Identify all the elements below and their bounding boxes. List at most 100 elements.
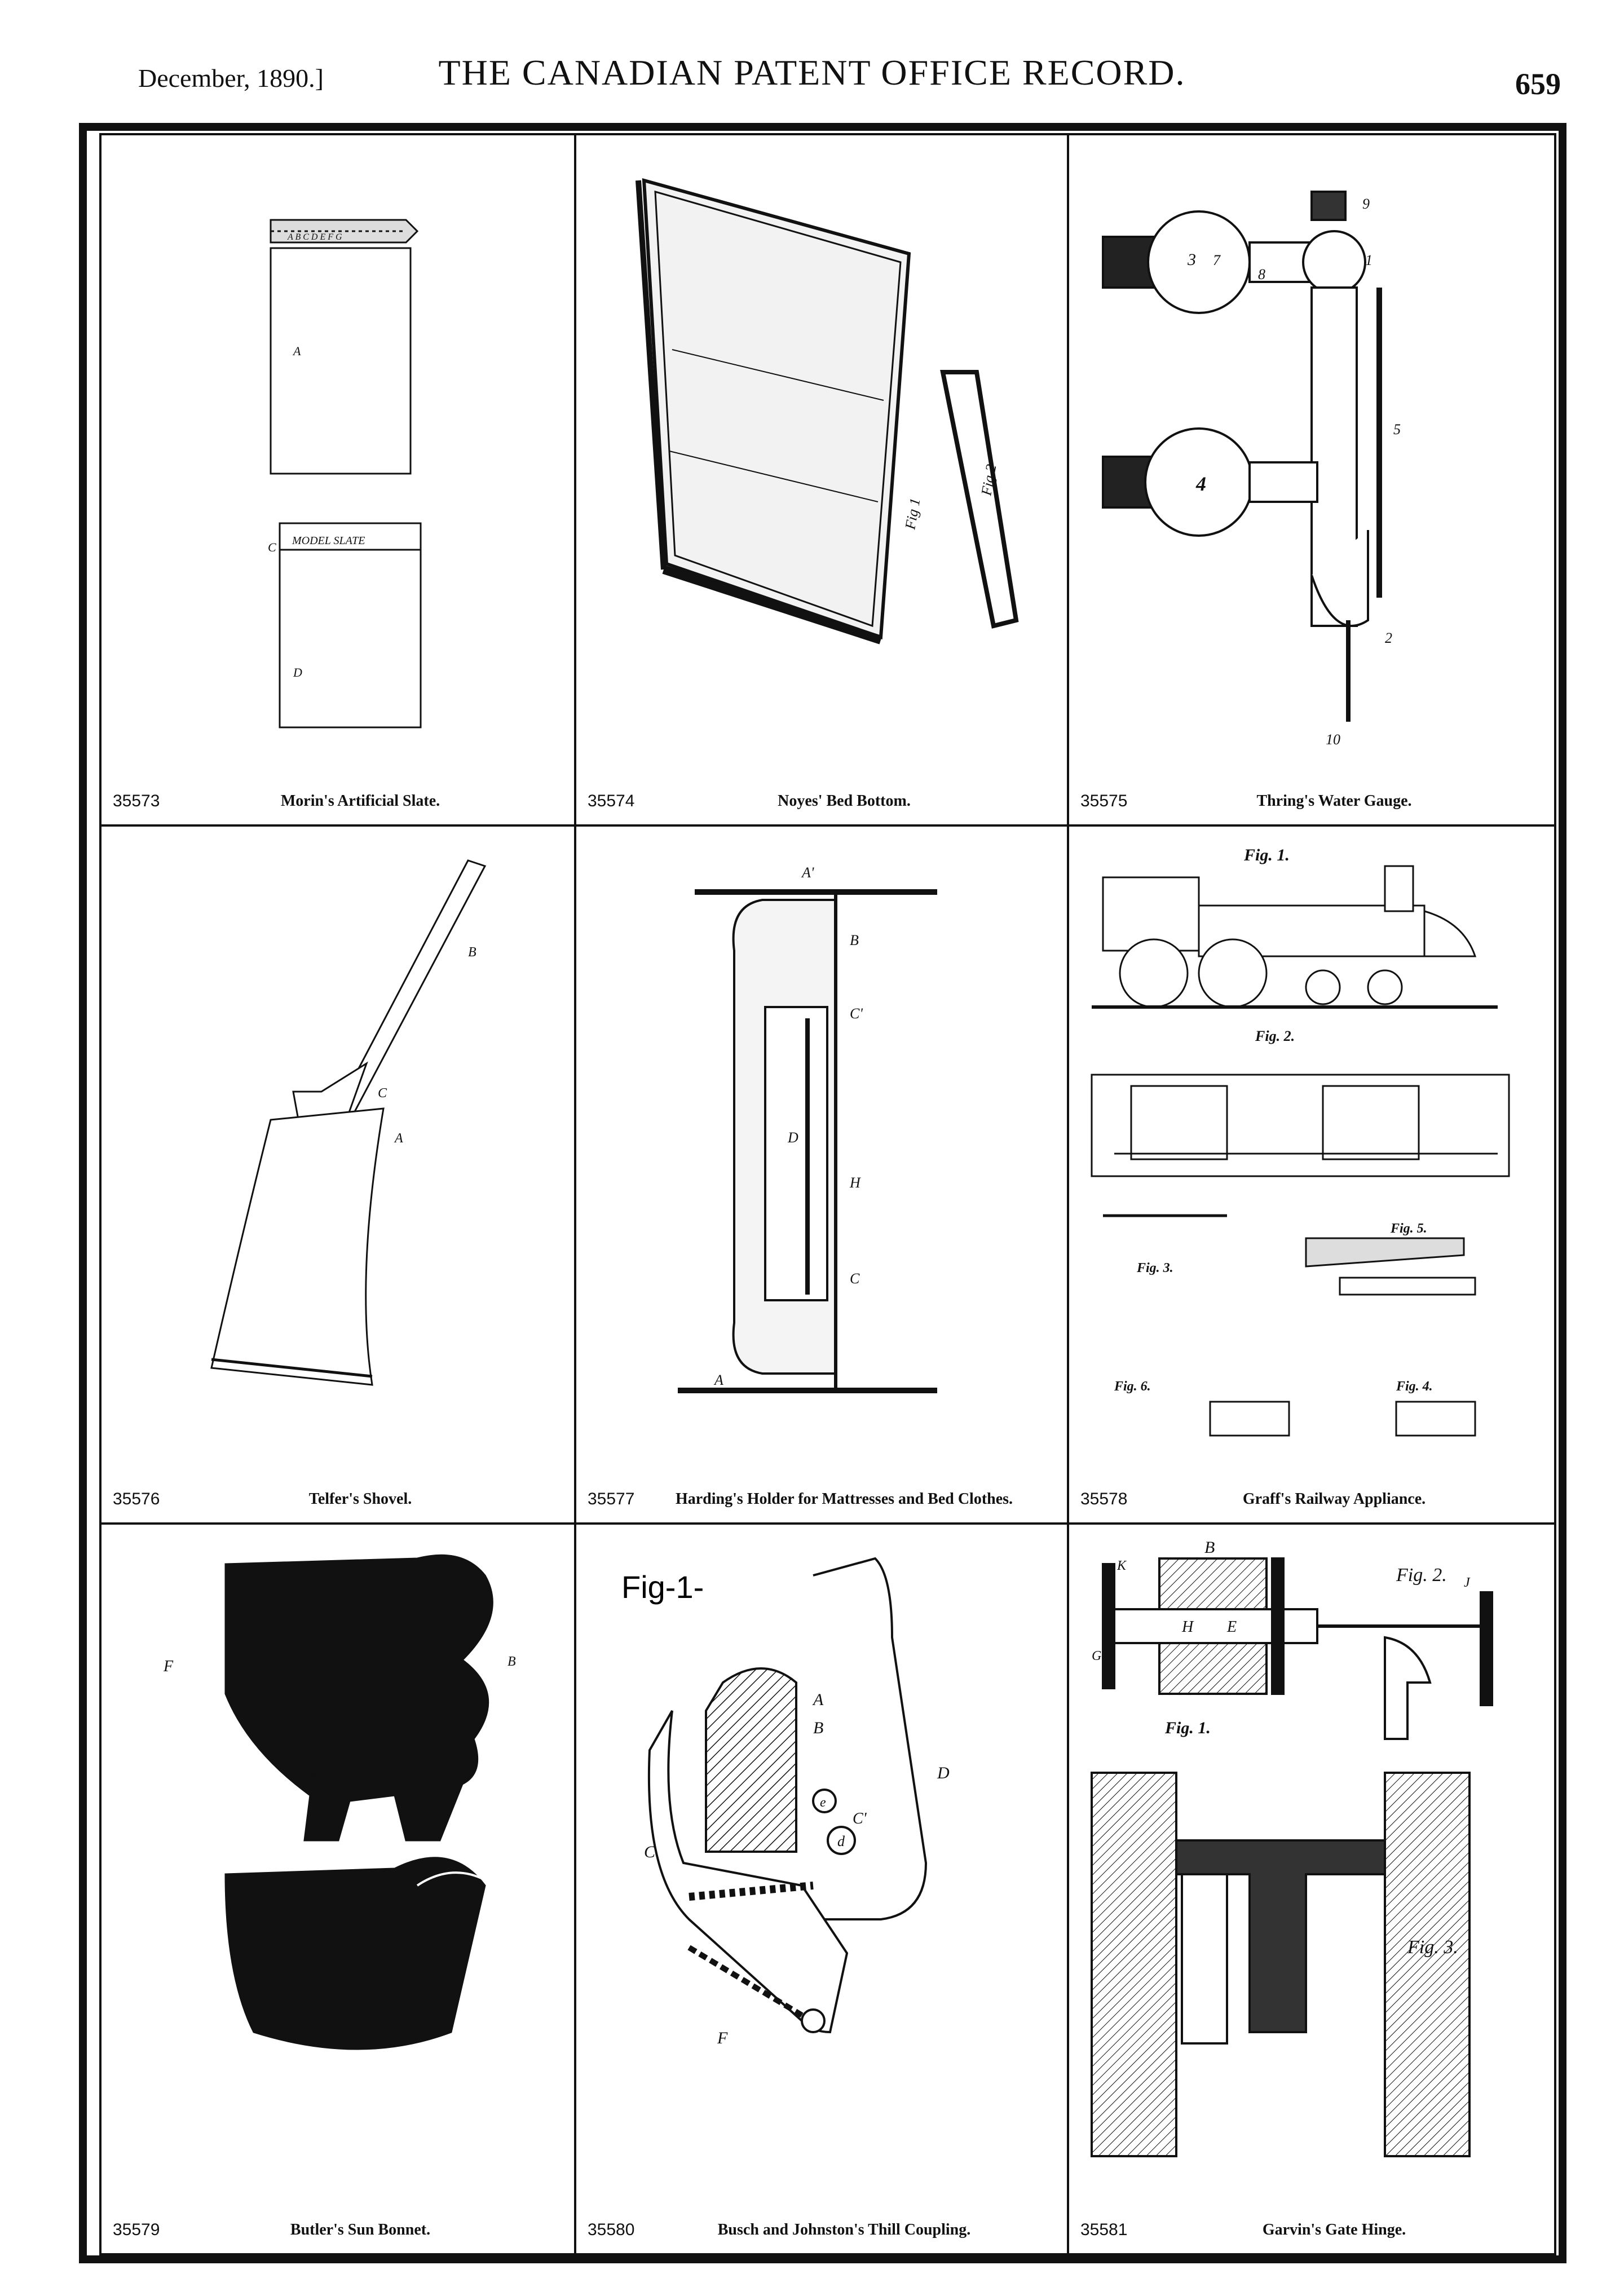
patent-caption: 35577 Harding's Holder for Mattresses an… (588, 1476, 1056, 1512)
railway-drawing: Fig. 1. Fig. 2. Fig. 3. Fig. 5. Fig. 6. … (1091, 846, 1510, 1437)
bed-fig1-label: Fig 1 (902, 497, 923, 531)
patent-number: 35580 (588, 2220, 635, 2239)
row-divider (102, 1522, 1554, 1525)
patent-number: 35574 (588, 792, 635, 810)
patent-title: Telfer's Shovel. (308, 1490, 412, 1508)
patent-cell-35576: B C A 35576 Telfer's Shovel. (102, 827, 574, 1522)
patent-number: 35578 (1080, 1490, 1128, 1508)
shovel-label-b: B (468, 945, 476, 960)
patent-number: 35575 (1080, 792, 1128, 810)
patent-caption: 35575 Thring's Water Gauge. (1080, 778, 1543, 814)
railway-fig1-label: Fig. 1. (1243, 846, 1290, 864)
water-gauge-drawing: 3 7 4 8 9 1 5 2 10 (1102, 191, 1401, 748)
hinge-label-j: J (1464, 1575, 1471, 1590)
thill-label-b: B (813, 1719, 823, 1737)
slate-label-a: A (292, 344, 301, 358)
patent-cell-35579: F B R 35579 Butler's Sun Bonnet. (102, 1525, 574, 2253)
patent-cell-35575: 3 7 4 8 9 1 5 2 10 35575 Thring's Water … (1069, 135, 1554, 824)
patent-title: Harding's Holder for Mattresses and Bed … (675, 1490, 1013, 1508)
column-divider (1067, 135, 1069, 2253)
bonnet-label-b: B (508, 1654, 516, 1669)
thill-label-d-upper: D (937, 1764, 950, 1782)
thill-label-a: A (812, 1690, 824, 1709)
hinge-label-h: H (1181, 1618, 1194, 1636)
patent-caption: 35574 Noyes' Bed Bottom. (588, 778, 1056, 814)
shovel-label-a: A (394, 1131, 403, 1146)
patent-title: Graff's Railway Appliance. (1242, 1490, 1426, 1508)
gauge-label-7: 7 (1213, 252, 1221, 268)
sun-bonnet-drawing: F B R (163, 1554, 516, 2050)
patent-caption: 35581 Garvin's Gate Hinge. (1080, 2207, 1543, 2243)
holder-label-b: B (850, 932, 859, 948)
gauge-label-8: 8 (1258, 266, 1265, 282)
thill-label-c-prime: C' (853, 1810, 867, 1827)
gauge-label-5: 5 (1393, 421, 1401, 438)
row-divider (102, 824, 1554, 827)
patent-grid: A B C D E F G A MODEL SLATE C D 35573 Mo… (102, 135, 1554, 2253)
patent-cell-35577: A' B C' D H C A 35577 Harding's Holder f… (576, 827, 1067, 1522)
inner-border (99, 133, 1556, 2255)
patent-title: Busch and Johnston's Thill Coupling. (717, 2221, 971, 2238)
patent-number: 35581 (1080, 2220, 1128, 2239)
thill-label-e: e (820, 1795, 826, 1810)
patent-title: Garvin's Gate Hinge. (1262, 2221, 1406, 2238)
page-header: December, 1890.] THE CANADIAN PATENT OFF… (0, 0, 1624, 124)
holder-label-c: C (850, 1270, 860, 1287)
patent-cell-35578: Fig. 1. Fig. 2. Fig. 3. Fig. 5. Fig. 6. … (1069, 827, 1554, 1522)
patent-cell-35573: A B C D E F G A MODEL SLATE C D 35573 Mo… (102, 135, 574, 824)
patent-number: 35579 (113, 2220, 160, 2239)
railway-fig5-label: Fig. 5. (1390, 1221, 1427, 1236)
patent-title: Morin's Artificial Slate. (280, 792, 440, 810)
holder-label-a-prime: A' (801, 864, 814, 881)
railway-fig4-label: Fig. 4. (1396, 1379, 1433, 1394)
gate-hinge-drawing: B H E K J G Fig. 2. Fig. 1. Fig. 3. (1091, 1538, 1493, 2157)
hinge-fig2-label: Fig. 2. (1396, 1565, 1447, 1586)
holder-label-c-prime: C' (850, 1005, 863, 1022)
slate-alphabet-label: A B C D E F G (287, 232, 342, 242)
patent-title: Butler's Sun Bonnet. (290, 2221, 431, 2238)
gauge-label-4: 4 (1195, 473, 1206, 495)
holder-label-d: D (787, 1129, 798, 1146)
slate-label-c: C (268, 540, 276, 554)
patent-number: 35577 (588, 1490, 635, 1508)
gauge-label-3: 3 (1187, 250, 1196, 269)
slate-label-d: D (293, 665, 302, 679)
railway-fig3-label: Fig. 3. (1136, 1261, 1173, 1275)
gauge-label-1: 1 (1365, 252, 1373, 268)
gauge-label-2: 2 (1385, 630, 1392, 646)
slate-drawing: A B C D E F G A MODEL SLATE C D (268, 219, 422, 728)
railway-fig6-label: Fig. 6. (1114, 1379, 1151, 1394)
patent-caption: 35578 Graff's Railway Appliance. (1080, 1476, 1543, 1512)
thill-fig1-label: Fig-1- (621, 1569, 704, 1605)
hinge-fig1-label: Fig. 1. (1164, 1719, 1211, 1737)
outer-border (79, 123, 1566, 2263)
column-divider (574, 135, 576, 2253)
issue-date: December, 1890.] (138, 64, 324, 92)
hinge-label-b: B (1204, 1538, 1215, 1557)
bonnet-label-r: R (310, 1767, 319, 1782)
holder-label-h: H (849, 1175, 861, 1191)
patent-caption: 35573 Morin's Artificial Slate. (113, 778, 563, 814)
gauge-label-10: 10 (1326, 731, 1340, 748)
slate-model-label: MODEL SLATE (292, 535, 365, 547)
railway-fig2-label: Fig. 2. (1255, 1028, 1295, 1044)
hinge-label-k: K (1116, 1558, 1127, 1573)
hinge-label-g: G (1092, 1649, 1101, 1663)
shovel-drawing: B C A (210, 859, 487, 1386)
gauge-label-9: 9 (1362, 196, 1370, 212)
patent-cell-35580: Fig-1- A B C C' d e D F 35580 Busch and … (576, 1525, 1067, 2253)
hinge-fig3-label: Fig. 3. (1407, 1937, 1458, 1958)
thill-label-c: C (644, 1843, 656, 1861)
patent-title: Noyes' Bed Bottom. (778, 792, 911, 810)
patent-number: 35573 (113, 792, 160, 810)
holder-label-a: A (713, 1372, 723, 1388)
thill-label-d: d (837, 1833, 845, 1849)
publication-title: THE CANADIAN PATENT OFFICE RECORD. (438, 52, 1186, 92)
patent-title: Thring's Water Gauge. (1256, 792, 1412, 810)
hinge-label-e: E (1226, 1618, 1237, 1636)
thill-label-f: F (717, 2029, 728, 2047)
patent-cell-35574: Fig 1 Fig 2 35574 Noyes' Bed Bottom. (576, 135, 1067, 824)
patent-cell-35581: B H E K J G Fig. 2. Fig. 1. Fig. 3. 3558… (1069, 1525, 1554, 2253)
page-number: 659 (1515, 67, 1561, 101)
bed-bottom-drawing: Fig 1 Fig 2 (636, 178, 1019, 644)
